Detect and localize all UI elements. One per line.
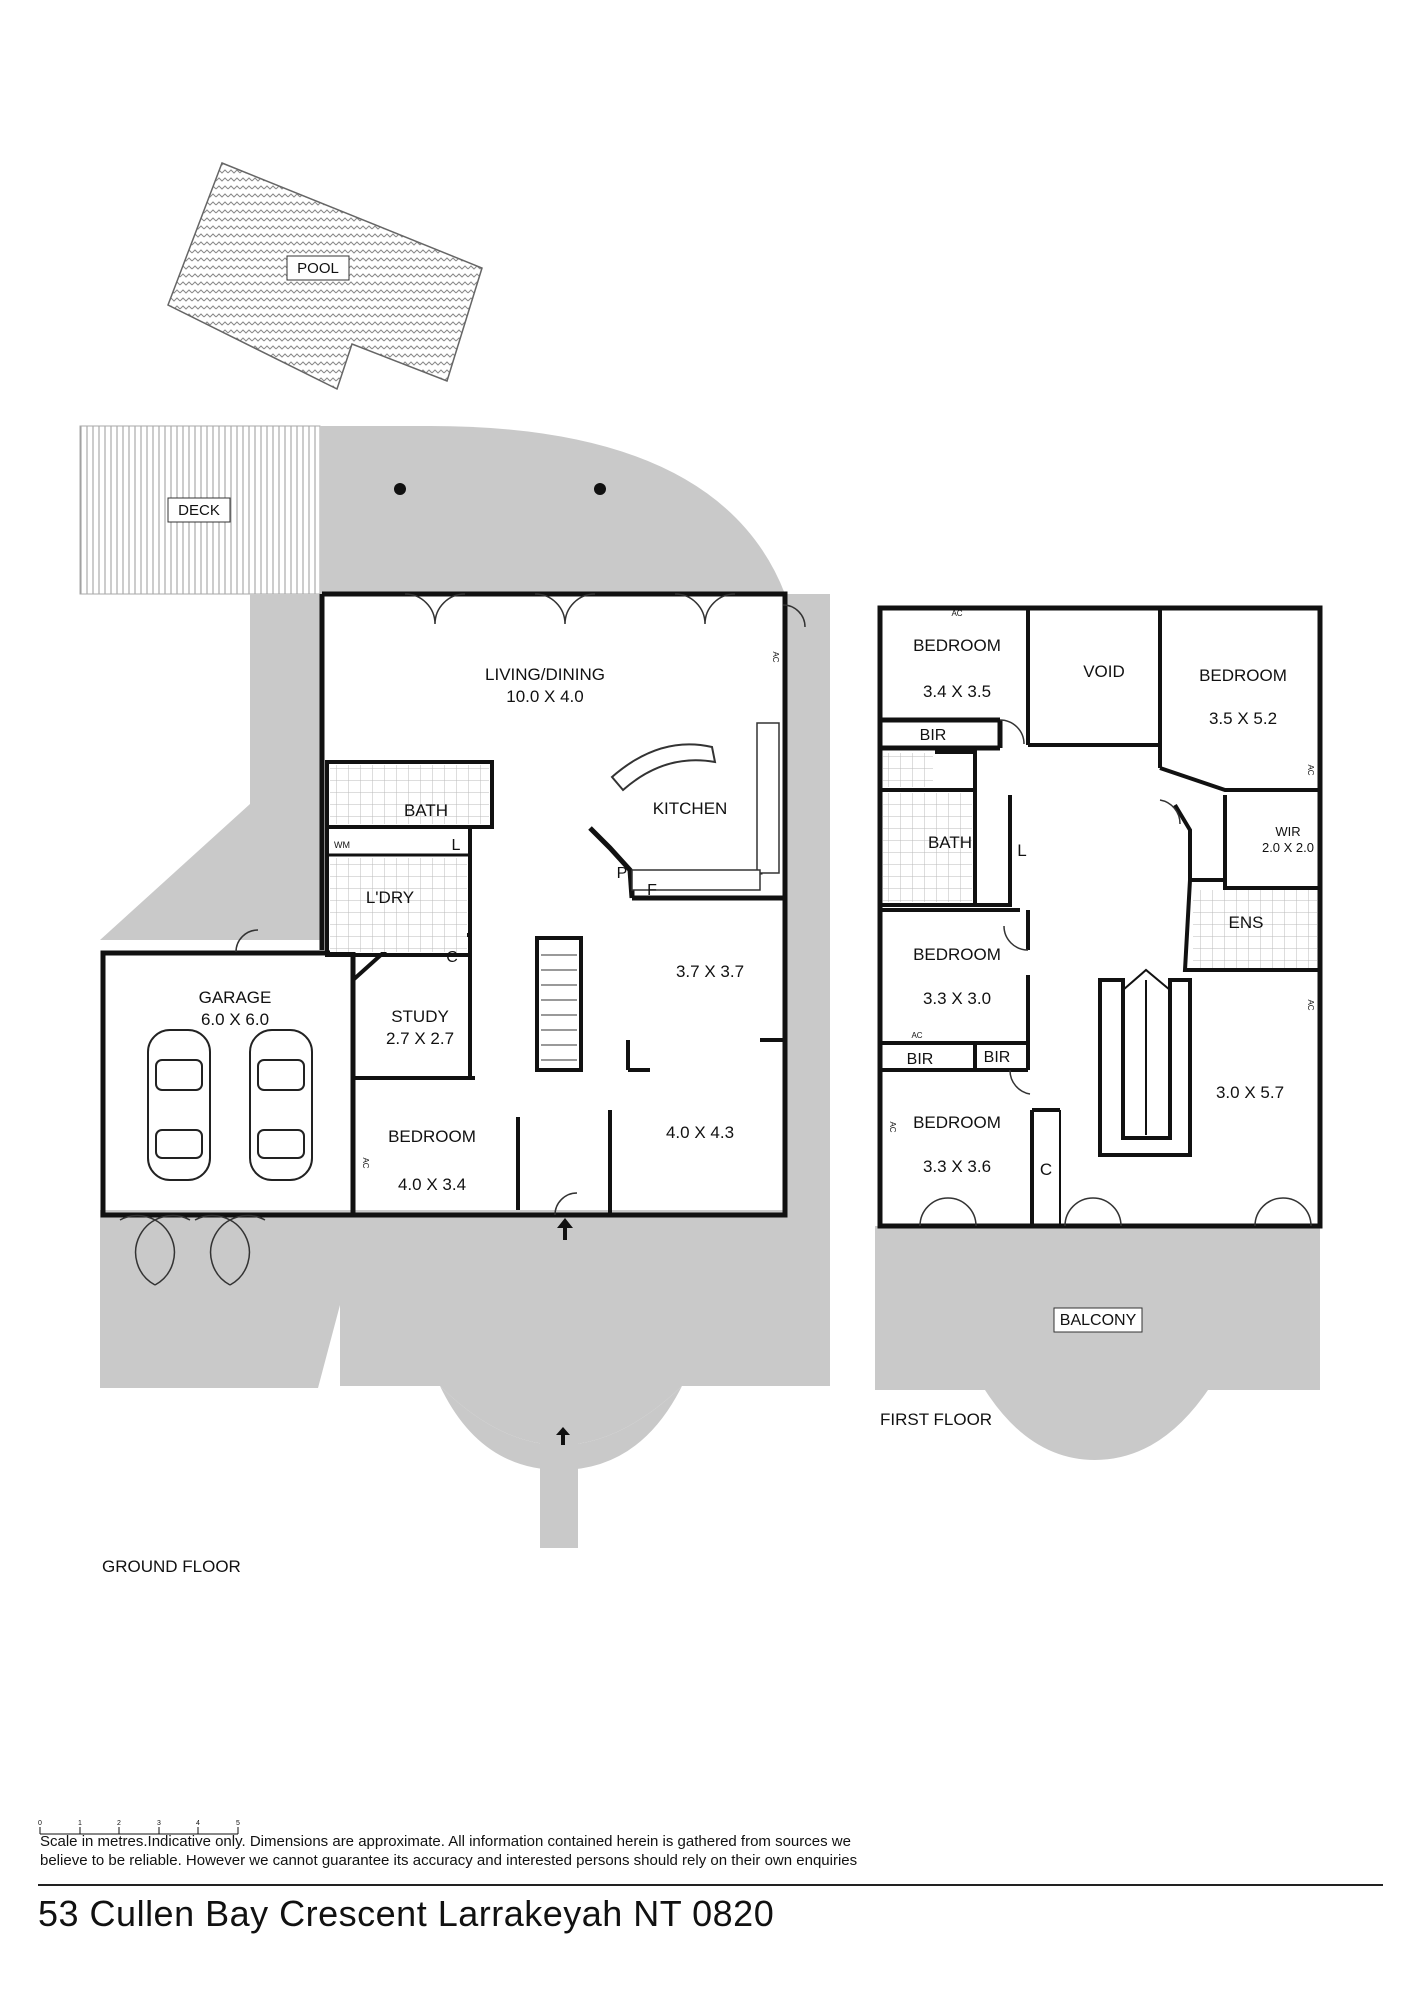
linen-label: L xyxy=(452,837,461,854)
room-b-dims: 4.0 X 4.3 xyxy=(666,1123,734,1142)
living-dining-label: LIVING/DINING xyxy=(485,665,605,684)
ff-room-c-dims: 3.0 X 5.7 xyxy=(1216,1083,1284,1102)
balcony: BALCONY xyxy=(875,1226,1320,1460)
bedroom-label: BEDROOM xyxy=(388,1127,476,1146)
kitchen-island xyxy=(610,743,717,792)
void-label: VOID xyxy=(1083,662,1125,681)
ff-bedroom1-dims: 3.4 X 3.5 xyxy=(923,682,991,701)
ac-unit-living: AC xyxy=(771,651,780,662)
ff-bedroom4-dims: 3.3 X 3.6 xyxy=(923,1157,991,1176)
first-floor-walls xyxy=(877,605,1323,1229)
ff-linen-label: L xyxy=(1017,841,1026,860)
disclaimer-line-2: believe to be reliable. However we canno… xyxy=(40,1852,858,1869)
ff-wir-label: WIR xyxy=(1275,824,1300,839)
bath-label: BATH xyxy=(404,801,448,820)
ff-bir3-label: BIR xyxy=(984,1049,1011,1066)
ground-doors xyxy=(119,593,806,1286)
ff-bedroom2-dims: 3.5 X 5.2 xyxy=(1209,709,1277,728)
ff-ac-room-c: AC xyxy=(1306,999,1315,1010)
ff-ac-bedroom4: AC xyxy=(888,1121,897,1132)
ff-bedroom3-label: BEDROOM xyxy=(913,945,1001,964)
pantry-label: P xyxy=(617,865,628,882)
first-stair xyxy=(1098,968,1192,1157)
ff-bath-label: BATH xyxy=(928,833,972,852)
ff-bedroom1-label: BEDROOM xyxy=(913,636,1001,655)
disclaimer-line-1: Scale in metres.Indicative only. Dimensi… xyxy=(40,1833,851,1850)
ff-bedroom4-label: BEDROOM xyxy=(913,1113,1001,1132)
ff-ac-bedroom2: AC xyxy=(1306,764,1315,775)
garage-dims: 6.0 X 6.0 xyxy=(201,1010,269,1029)
study-dims: 2.7 X 2.7 xyxy=(386,1029,454,1048)
ground-paving xyxy=(100,426,830,1548)
ff-ens-label: ENS xyxy=(1229,913,1264,932)
pool-label: POOL xyxy=(297,260,339,277)
ff-bedroom3-dims: 3.3 X 3.0 xyxy=(923,989,991,1008)
kitchen-label: KITCHEN xyxy=(653,799,728,818)
scale-tick-1: 1 xyxy=(78,1820,82,1827)
bedroom-dims: 4.0 X 3.4 xyxy=(398,1175,466,1194)
deck-label: DECK xyxy=(178,502,220,519)
ff-bir2-label: BIR xyxy=(907,1051,934,1068)
balcony-label: BALCONY xyxy=(1060,1312,1137,1329)
study-label: STUDY xyxy=(391,1007,449,1026)
living-dining-dims: 10.0 X 4.0 xyxy=(506,687,584,706)
laundry-label: L'DRY xyxy=(366,888,414,907)
scale-tick-2: 2 xyxy=(117,1820,121,1827)
pool: POOL xyxy=(167,162,483,391)
scale-tick-4: 4 xyxy=(196,1820,200,1827)
ground-floor-labels: LIVING/DINING 10.0 X 4.0 KITCHEN BATH L'… xyxy=(102,651,780,1576)
ff-cupboard-label: C xyxy=(1040,1160,1052,1179)
fridge-label: F xyxy=(647,882,657,899)
garage-cars xyxy=(147,1029,313,1181)
room-a-dims: 3.7 X 3.7 xyxy=(676,962,744,981)
disclaimer: Scale in metres.Indicative only. Dimensi… xyxy=(40,1832,940,1870)
garage-label: GARAGE xyxy=(199,988,272,1007)
ff-ac-bedroom1: AC xyxy=(951,609,962,618)
scale-bar: 0 1 2 3 4 5 xyxy=(38,1820,240,1835)
ground-stair-treads xyxy=(541,954,577,1061)
ff-bir1-label: BIR xyxy=(920,727,947,744)
cupboard-label: C xyxy=(446,949,458,966)
ff-bedroom2-label: BEDROOM xyxy=(1199,666,1287,685)
footer-divider xyxy=(38,1884,1383,1886)
scale-tick-5: 5 xyxy=(236,1820,240,1827)
first-floor-title: FIRST FLOOR xyxy=(880,1410,992,1429)
property-address: 53 Cullen Bay Crescent Larrakeyah NT 082… xyxy=(38,1893,775,1934)
first-floor-labels: BEDROOM 3.4 X 3.5 VOID BEDROOM 3.5 X 5.2… xyxy=(880,609,1315,1429)
deck: DECK xyxy=(79,425,321,595)
first-doors xyxy=(919,719,1312,1227)
ground-floor-title: GROUND FLOOR xyxy=(102,1557,241,1576)
scale-tick-0: 0 xyxy=(38,1820,42,1827)
washer-label: WM xyxy=(334,840,350,850)
ff-wir-dims: 2.0 X 2.0 xyxy=(1262,840,1314,855)
ac-unit-bedroom: AC xyxy=(361,1157,370,1168)
ff-ac-bedroom3: AC xyxy=(911,1031,922,1040)
scale-tick-3: 3 xyxy=(157,1820,161,1827)
